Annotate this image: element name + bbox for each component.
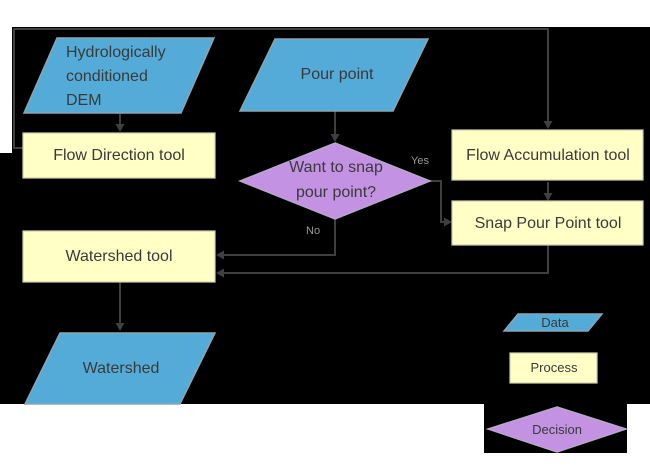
dem-label-line3: DEM: [66, 92, 102, 109]
arrowhead-snappourpoint-left: [444, 217, 452, 227]
snap-pour-point-label: Snap Pour Point tool: [474, 215, 622, 232]
connectors: [13, 28, 553, 331]
flow-direction-node: [22, 132, 216, 179]
decision-label-line1: Want to snap: [289, 159, 383, 176]
arrowhead-snappourpoint-top: [543, 193, 553, 201]
decision-node: [237, 142, 433, 220]
legend-process-label: Process: [530, 360, 578, 375]
flow-accumulation-label: Flow Accumulation tool: [466, 147, 630, 164]
flow-accumulation-node: [451, 129, 644, 181]
edge-decision-yes-snappourpoint: [428, 180, 444, 223]
edge-snappourpoint-watershedtool: [223, 245, 549, 274]
edge-label-yes: Yes: [411, 155, 429, 167]
pour-point-label: Pour point: [300, 66, 374, 83]
legend-process-shape: [509, 352, 598, 384]
watershed-tool-label: Watershed tool: [65, 248, 173, 265]
arrowhead-watershedtool-lower: [216, 268, 224, 278]
arrowhead-flowdirection: [115, 124, 125, 132]
arrowhead-flowaccumulation: [543, 121, 553, 129]
dem-label-line1: Hydrologically: [66, 44, 166, 61]
legend-decision-shape: [485, 406, 629, 453]
watershed-label: Watershed: [82, 360, 160, 377]
legend-decision-label: Decision: [532, 422, 582, 437]
watershed-node: [23, 332, 217, 405]
edge-flowdirection-flowaccumulation: [13, 28, 549, 149]
legend-data-label: Data: [541, 315, 569, 330]
diagram-background-left-strip: [0, 153, 12, 404]
watershed-tool-node: [22, 230, 216, 283]
pour-point-node: [238, 38, 430, 112]
snap-pour-point-node: [451, 200, 644, 246]
decision-label-line2: pour point?: [295, 184, 377, 201]
decision-label: Want to snap pour point?: [289, 155, 383, 205]
arrowhead-decision: [330, 134, 340, 142]
legend-data-shape: [502, 313, 604, 332]
dem-label-line2: conditioned: [66, 68, 148, 85]
arrowhead-watershedtool-upper: [216, 250, 224, 260]
dem-label: Hydrologically conditioned DEM: [66, 41, 166, 113]
edge-label-no: No: [306, 225, 321, 237]
flow-direction-label: Flow Direction tool: [53, 147, 185, 164]
edge-decision-no-watershedtool: [223, 218, 336, 256]
arrowhead-watershed: [115, 323, 125, 331]
dem-node: [22, 37, 216, 114]
